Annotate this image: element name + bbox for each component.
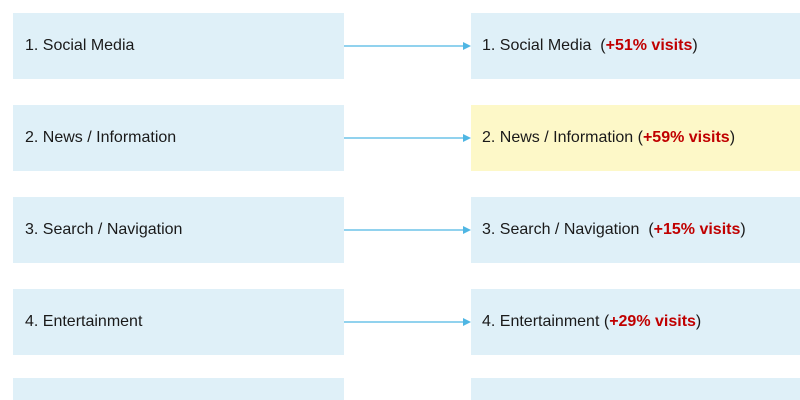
arrow-right-icon — [344, 42, 471, 50]
delta-badge: +29% visits — [609, 313, 696, 330]
flow-row-2: 2. News / Information 2. News / Informat… — [0, 105, 800, 171]
flow-row-1: 1. Social Media 1. Social Media (+51% vi… — [0, 13, 800, 79]
source-box-search-navigation: 3. Search / Navigation — [13, 197, 344, 263]
target-box-news-information: 2. News / Information (+59% visits) — [471, 105, 800, 171]
delta-badge: +59% visits — [642, 129, 730, 146]
paren-close: ) — [695, 313, 702, 330]
target-box-search-navigation: 3. Search / Navigation (+15% visits) — [471, 197, 800, 263]
target-label: 4. Entertainment — [482, 313, 600, 330]
paren-open: ( — [633, 129, 643, 146]
paren-open: ( — [599, 313, 610, 330]
flow-row-4: 4. Entertainment 4. Entertainment (+29% … — [0, 289, 800, 355]
target-label: 1. Social Media — [482, 37, 592, 54]
flow-row-5 — [0, 378, 800, 400]
source-label: 1. Social Media — [25, 37, 135, 54]
target-label: 3. Search / Navigation — [482, 221, 640, 238]
delta-badge: +15% visits — [653, 221, 741, 238]
flow-row-3: 3. Search / Navigation 3. Search / Navig… — [0, 197, 800, 263]
paren-close: ) — [729, 129, 736, 146]
source-label: 3. Search / Navigation — [25, 221, 183, 238]
target-box-social-media: 1. Social Media (+51% visits) — [471, 13, 800, 79]
source-box-social-media: 1. Social Media — [13, 13, 344, 79]
paren-close: ) — [740, 221, 746, 238]
arrow-right-icon — [344, 226, 471, 234]
source-label: 2. News / Information — [25, 129, 177, 146]
source-box-entertainment: 4. Entertainment — [13, 289, 344, 355]
delta-badge: +51% visits — [605, 37, 693, 54]
target-box-partial — [471, 378, 800, 400]
target-box-entertainment: 4. Entertainment (+29% visits) — [471, 289, 800, 355]
paren-open: ( — [591, 37, 606, 54]
arrow-right-icon — [344, 134, 471, 142]
target-label: 2. News / Information — [482, 129, 634, 146]
source-label: 4. Entertainment — [25, 313, 143, 330]
source-box-partial — [13, 378, 344, 400]
paren-close: ) — [692, 37, 698, 54]
paren-open: ( — [639, 221, 654, 238]
source-box-news-information: 2. News / Information — [13, 105, 344, 171]
arrow-right-icon — [344, 318, 471, 326]
